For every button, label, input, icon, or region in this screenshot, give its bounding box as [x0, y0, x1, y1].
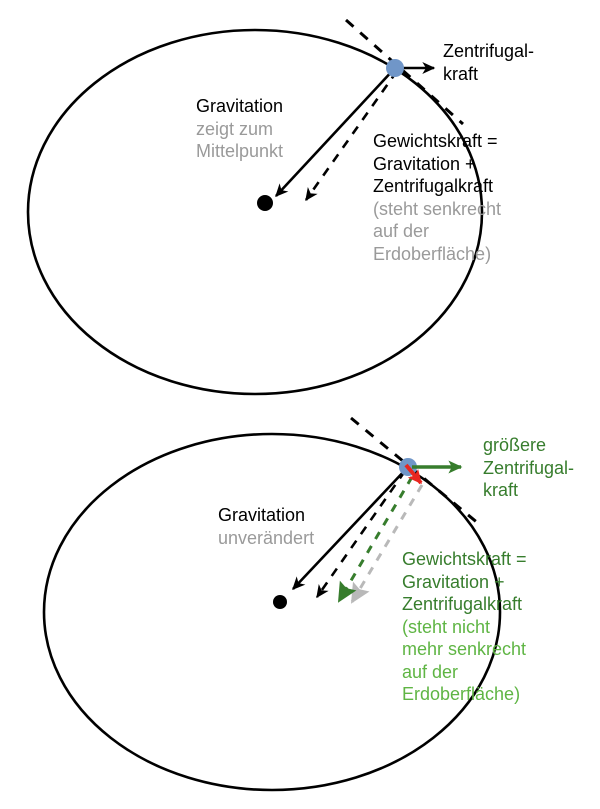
- top-weight-note-line3: Erdoberfläche): [373, 243, 492, 264]
- top-weight-title-line2: Gravitation +: [373, 153, 476, 174]
- bottom-old-weight-force-gray-arrow: [350, 484, 424, 604]
- top-weight-note-line1: (steht senkrecht: [373, 198, 502, 219]
- bottom-gravitation-note: unverändert: [218, 527, 315, 548]
- top-earth-ellipse: [26, 28, 484, 396]
- bottom-gravitation-title: Gravitation: [218, 505, 306, 525]
- top-weight-note-line2: auf der: [373, 221, 430, 241]
- top-gravitation-title: Gravitation: [196, 96, 284, 116]
- bottom-centrifugal-label-line2: Zentrifugal-: [483, 457, 575, 478]
- bottom-weight-force-label: Gewichtskraft = Gravitation + Zentrifuga…: [402, 548, 527, 706]
- top-gravitation-note-line1: zeigt zum: [196, 118, 274, 139]
- top-surface-point-dot: [386, 59, 404, 77]
- top-centrifugal-label-line2: kraft: [443, 63, 479, 84]
- bottom-weight-force-dashed-arrow: [315, 470, 407, 599]
- top-centrifugal-label-line1: Zentrifugal-: [443, 41, 535, 61]
- bottom-centrifugal-label-line3: kraft: [483, 480, 519, 500]
- bottom-weight-note-line4: Erdoberfläche): [402, 684, 521, 704]
- bottom-weight-note-line1: (steht nicht: [402, 616, 491, 637]
- top-gravitation-label: Gravitation zeigt zum Mittelpunkt: [196, 95, 283, 163]
- bottom-gravitation-label: Gravitation unverändert: [218, 504, 314, 549]
- bottom-center-dot: [273, 595, 287, 609]
- top-weight-title-line3: Zentrifugalkraft: [373, 176, 494, 196]
- bottom-red-indicator-arrow: [404, 463, 423, 485]
- bottom-new-weight-force-green-arrow: [337, 476, 414, 603]
- bottom-weight-title-line3: Zentrifugalkraft: [402, 594, 523, 614]
- bottom-weight-note-line3: auf der: [402, 661, 459, 682]
- top-gravitation-arrow: [275, 67, 396, 197]
- top-tangent-dashed-line: [345, 18, 464, 126]
- bottom-weight-title-line1: Gewichtskraft =: [402, 549, 527, 569]
- bottom-centrifugal-label: größere Zentrifugal- kraft: [483, 434, 574, 502]
- top-weight-title-line1: Gewichtskraft =: [373, 131, 498, 151]
- bottom-weight-title-line2: Gravitation +: [402, 571, 505, 592]
- bottom-gravitation-arrow: [292, 466, 409, 590]
- top-weight-force-label: Gewichtskraft = Gravitation + Zentrifuga…: [373, 130, 501, 265]
- bottom-weight-note-line2: mehr senkrecht: [402, 639, 527, 659]
- top-gravitation-note-line2: Mittelpunkt: [196, 141, 284, 161]
- top-center-dot: [257, 195, 273, 211]
- top-centrifugal-label: Zentrifugal- kraft: [443, 40, 534, 85]
- bottom-centrifugal-label-line1: größere: [483, 435, 547, 455]
- bottom-earth-ellipse: [42, 432, 502, 792]
